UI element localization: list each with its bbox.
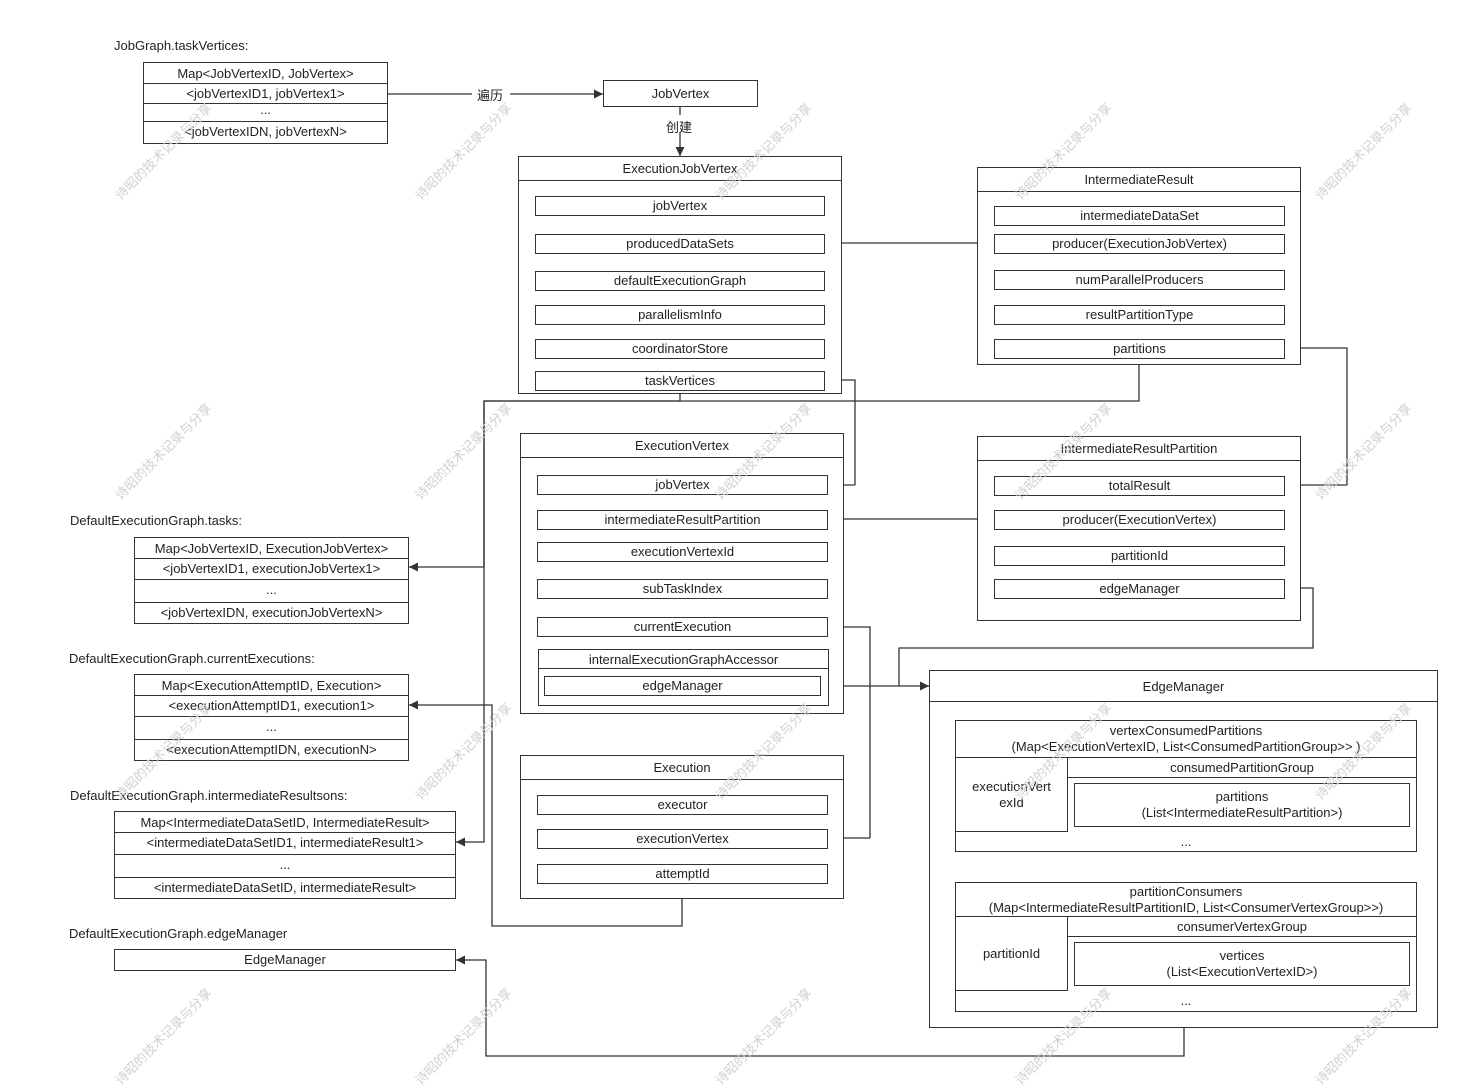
ev-field: executionVertexId (537, 542, 828, 562)
tasks-row: Map<JobVertexID, ExecutionJobVertex> (154, 541, 389, 556)
irp-field: edgeManager (994, 579, 1285, 599)
partition-consumers-map: partitionConsumers (Map<IntermediateResu… (955, 882, 1417, 1012)
pc-type: (Map<IntermediateResultPartitionID, List… (988, 899, 1384, 915)
edgemanager-box: EdgeManager vertexConsumedPartitions (Ma… (929, 670, 1438, 1028)
edgemanager-ref-label: DefaultExecutionGraph.edgeManager (69, 926, 288, 941)
edgemanager-title: EdgeManager (930, 671, 1437, 702)
link-execution-current (409, 700, 683, 927)
vcp-inner-type: (List<IntermediateResultPartition>) (1141, 805, 1343, 820)
execution-box: Execution executor executionVertex attem… (520, 755, 844, 899)
vcp-title: vertexConsumedPartitions (1109, 723, 1263, 738)
ir-title: IntermediateResult (978, 168, 1300, 192)
intermediate-result-partition-box: IntermediateResultPartition totalResult … (977, 436, 1301, 621)
current-row: <executionAttemptIDN, executionN> (166, 742, 377, 757)
execution-job-vertex-box: ExecutionJobVertex jobVertex producedDat… (518, 156, 842, 394)
execution-field: attemptId (537, 864, 828, 884)
create-label: 创建 (666, 120, 693, 135)
pc-inner-title: vertices (1219, 948, 1265, 963)
vcp-header: vertexConsumedPartitions (Map<ExecutionV… (956, 721, 1416, 758)
ejv-field: parallelismInfo (535, 305, 825, 325)
link-ir-results (456, 364, 1140, 847)
current-executions-label: DefaultExecutionGraph.currentExecutions: (69, 651, 315, 666)
irp-title: IntermediateResultPartition (978, 437, 1300, 461)
execution-field: executionVertex (537, 829, 828, 849)
ev-field: intermediateResultPartition (537, 510, 828, 530)
ev-field: jobVertex (537, 475, 828, 495)
ejv-field: coordinatorStore (535, 339, 825, 359)
tasks-row: ... (266, 582, 277, 597)
intermediate-results-label: DefaultExecutionGraph.intermediateResult… (70, 788, 348, 803)
intermediate-result-box: IntermediateResult intermediateDataSet p… (977, 167, 1301, 365)
pc-inner-type: (List<ExecutionVertexID>) (1166, 964, 1318, 979)
jobgraph-row: <jobVertexID1, jobVertex1> (186, 86, 345, 101)
current-row: Map<ExecutionAttemptID, Execution> (161, 678, 382, 693)
ev-accessor-box: internalExecutionGraphAccessor edgeManag… (538, 649, 829, 706)
results-row: <intermediateDataSetID1, intermediateRes… (146, 835, 424, 850)
vcp-inner-title: partitions (1215, 789, 1269, 804)
link-edgemanager-ref (456, 955, 1185, 1057)
jobgraph-map-table: Map<JobVertexID, JobVertex> <jobVertexID… (143, 62, 388, 144)
vcp-group-header: consumedPartitionGroup (1068, 758, 1416, 778)
results-row: <intermediateDataSetID, intermediateResu… (153, 880, 417, 895)
results-row: ... (279, 857, 291, 872)
pc-more: ... (1180, 992, 1192, 1008)
ejv-field: defaultExecutionGraph (535, 271, 825, 291)
ir-field: numParallelProducers (994, 270, 1285, 290)
ev-accessor-title: internalExecutionGraphAccessor (539, 651, 828, 669)
irp-field: totalResult (994, 476, 1285, 496)
ir-field: intermediateDataSet (994, 206, 1285, 226)
tasks-map-table: Map<JobVertexID, ExecutionJobVertex> <jo… (134, 537, 409, 624)
jobgraph-row: ... (260, 102, 271, 117)
tasks-row: <jobVertexIDN, executionJobVertexN> (160, 605, 383, 620)
edgemanager-ref-box: EdgeManager (114, 949, 456, 971)
tasks-label: DefaultExecutionGraph.tasks: (70, 513, 242, 528)
ejv-field: producedDataSets (535, 234, 825, 254)
intermediate-results-map-table: Map<IntermediateDataSetID, IntermediateR… (114, 811, 456, 899)
pc-title: partitionConsumers (1129, 883, 1243, 899)
traverse-label: 遍历 (477, 88, 504, 103)
ev-field: subTaskIndex (537, 579, 828, 599)
tasks-row: <jobVertexID1, executionJobVertex1> (162, 561, 381, 576)
ev-title: ExecutionVertex (521, 434, 843, 458)
current-row: <executionAttemptID1, execution1> (168, 698, 375, 713)
irp-field: partitionId (994, 546, 1285, 566)
ejv-field: taskVertices (535, 371, 825, 391)
vcp-type: (Map<ExecutionVertexID, List<ConsumedPar… (1011, 739, 1361, 754)
execution-title: Execution (521, 756, 843, 780)
pc-group-header: consumerVertexGroup (1068, 917, 1416, 937)
vcp-more: ... (1180, 833, 1192, 849)
execution-field: executor (537, 795, 828, 815)
current-executions-map-table: Map<ExecutionAttemptID, Execution> <exec… (134, 674, 409, 761)
pc-vertices-list: vertices (List<ExecutionVertexID>) (1074, 942, 1410, 986)
ev-field: currentExecution (537, 617, 828, 637)
results-row: Map<IntermediateDataSetID, IntermediateR… (140, 815, 430, 830)
jobgraph-row: Map<JobVertexID, JobVertex> (177, 66, 354, 81)
vcp-partitions-list: partitions (List<IntermediateResultParti… (1074, 783, 1410, 827)
jobvertex-box: JobVertex (603, 80, 758, 107)
ir-field: producer(ExecutionJobVertex) (994, 234, 1285, 254)
jobgraph-row: <jobVertexIDN, jobVertexN> (184, 124, 347, 139)
vcp-key-line1: executionVert (972, 778, 1051, 794)
jobgraph-label: JobGraph.taskVertices: (114, 38, 249, 53)
vcp-key-line2: exId (999, 794, 1024, 810)
ir-field: partitions (994, 339, 1285, 359)
ejv-field: jobVertex (535, 196, 825, 216)
ir-field: resultPartitionType (994, 305, 1285, 325)
link-partitions-totalresult (1285, 343, 1348, 485)
execution-vertex-box: ExecutionVertex jobVertex intermediateRe… (520, 433, 844, 714)
current-row: ... (266, 719, 277, 734)
link-irp-edgemanager (898, 587, 1314, 686)
vcp-key-cell: executionVert exId (956, 758, 1068, 832)
pc-key-cell: partitionId (956, 917, 1068, 991)
ejv-title: ExecutionJobVertex (519, 157, 841, 181)
irp-field: producer(ExecutionVertex) (994, 510, 1285, 530)
pc-header: partitionConsumers (Map<IntermediateResu… (956, 883, 1416, 917)
vertex-consumed-partitions-map: vertexConsumedPartitions (Map<ExecutionV… (955, 720, 1417, 852)
ev-accessor-field: edgeManager (544, 676, 821, 696)
